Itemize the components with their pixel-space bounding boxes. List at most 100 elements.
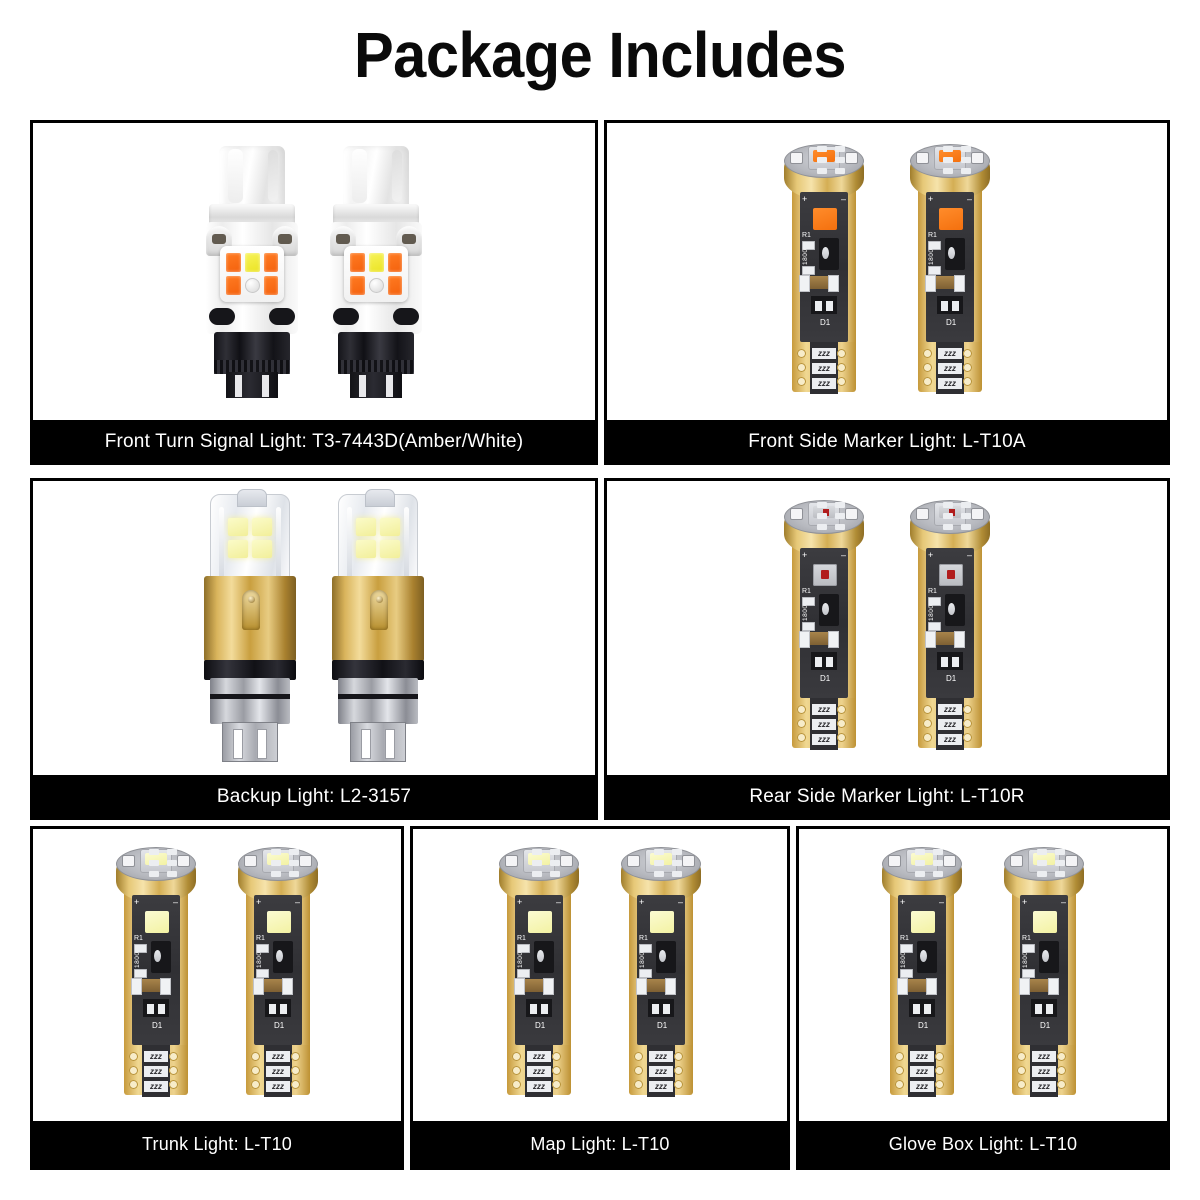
solder-pads-right <box>672 849 682 882</box>
bulb-lens <box>338 489 418 582</box>
contact-holes-left <box>797 348 811 391</box>
led-yellow <box>368 252 384 272</box>
panel-front-turn-signal[interactable]: Front Turn Signal Light: T3-7443D(Amber/… <box>30 120 598 465</box>
solder-pads-left <box>271 849 281 882</box>
led-white <box>380 540 400 558</box>
resistor-pad <box>134 944 147 953</box>
solder-pads-right <box>289 849 299 882</box>
driver-ic <box>151 941 171 973</box>
led-amber <box>350 275 365 295</box>
diode-d1 <box>648 999 674 1017</box>
main-led <box>813 207 837 230</box>
bulb-wedge-connector <box>222 722 278 762</box>
contact-holes-left <box>512 1052 526 1094</box>
contact-holes-left <box>923 348 937 391</box>
panel-backup[interactable]: Backup Light: L2-3157 <box>30 478 598 820</box>
cap-slot-right <box>845 151 858 164</box>
caption-front-turn-signal: Front Turn Signal Light: T3-7443D(Amber/… <box>33 420 595 462</box>
cap-slot-right <box>299 855 312 867</box>
main-led <box>911 911 935 933</box>
silkscreen-r1: R1 <box>256 935 265 942</box>
bulb-backup-3157 <box>198 489 302 762</box>
capacitor <box>253 978 293 995</box>
smd-resistor: zzz <box>812 704 836 715</box>
capacitor <box>925 631 965 648</box>
bulb-tab-left <box>333 307 359 325</box>
bulb-arm-left <box>206 225 232 256</box>
driver-ic <box>1039 941 1059 973</box>
resistor-pad <box>134 969 147 978</box>
silkscreen-plus: + <box>639 897 645 907</box>
capacitor <box>799 631 839 648</box>
led-white <box>356 518 376 536</box>
main-led <box>939 564 963 586</box>
resistor-pad <box>802 597 815 606</box>
diode-d1 <box>143 999 169 1017</box>
silkscreen-r1: R1 <box>900 935 909 942</box>
smd-resistor: zzz <box>812 734 836 745</box>
solder-pads-right <box>961 145 971 179</box>
diode-d1 <box>909 999 935 1017</box>
led-white <box>228 518 248 536</box>
contact-holes-right <box>552 1052 566 1094</box>
contact-holes-left <box>797 705 811 747</box>
smd-resistor: zzz <box>1032 1066 1056 1077</box>
capacitor <box>514 978 554 995</box>
smd-resistor: zzz <box>938 704 962 715</box>
silkscreen-r1: R1 <box>802 231 811 239</box>
silkscreen-plus: + <box>900 897 906 907</box>
silkscreen-minus: – <box>966 550 972 560</box>
silkscreen-plus: + <box>802 193 808 204</box>
bulb-lens <box>210 489 290 582</box>
main-led <box>1033 911 1057 933</box>
bulb-tab-left <box>209 307 235 325</box>
smd-resistor: zzz <box>938 362 962 374</box>
cap-slot-right <box>177 855 190 867</box>
bulb-black-ring <box>332 660 424 680</box>
diode-d1 <box>811 295 837 314</box>
contact-holes-right <box>169 1052 183 1094</box>
silkscreen-resistor-value: 1800 <box>517 951 524 968</box>
smd-resistor: zzz <box>266 1066 290 1077</box>
caption-front-side-marker: Front Side Marker Light: L-T10A <box>607 420 1167 462</box>
driver-ic <box>819 594 839 626</box>
smd-resistor: zzz <box>910 1081 934 1092</box>
cap-slot-left <box>627 855 640 867</box>
bulb-base <box>338 678 418 724</box>
resistor-pad <box>928 265 941 275</box>
cap-slot-left <box>916 151 929 164</box>
contact-holes-right <box>935 1052 949 1094</box>
silkscreen-r1: R1 <box>639 935 648 942</box>
cap-slot-right <box>682 855 695 867</box>
capacitor <box>925 274 965 292</box>
smd-resistor: zzz <box>812 377 836 389</box>
smd-resistor: zzz <box>910 1066 934 1077</box>
cap-slot-left <box>916 508 929 520</box>
solder-pads-left <box>1037 849 1047 882</box>
resistor-pad <box>928 240 941 250</box>
solder-pads-right <box>167 849 177 882</box>
caption-backup: Backup Light: L2-3157 <box>33 775 595 817</box>
driver-ic <box>656 941 676 973</box>
product-image-backup <box>33 481 595 775</box>
led-amber <box>387 252 402 272</box>
smd-resistor: zzz <box>527 1081 551 1092</box>
smd-resistor: zzz <box>649 1081 673 1092</box>
smd-resistor: zzz <box>144 1081 168 1092</box>
smd-resistor: zzz <box>649 1051 673 1062</box>
silkscreen-d1: D1 <box>535 1021 546 1030</box>
contact-holes-right <box>963 705 977 747</box>
